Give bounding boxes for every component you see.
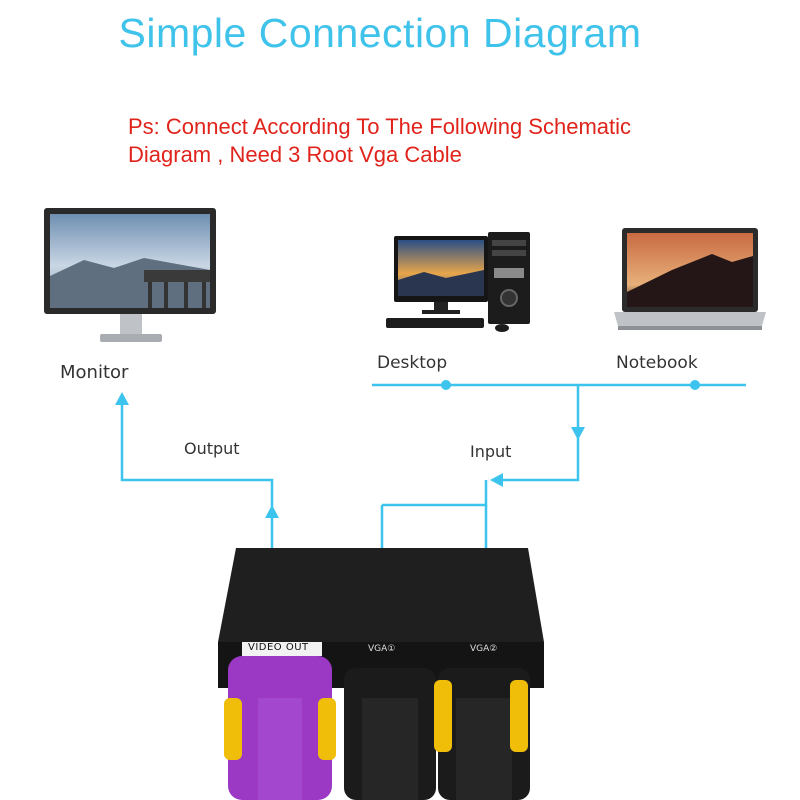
diagram-title: Simple Connection Diagram xyxy=(118,10,642,56)
input-label: Input xyxy=(470,442,512,461)
connection-note-line-1: Ps: Connect According To The Following S… xyxy=(128,114,632,139)
vga2-port-label: VGA② xyxy=(470,644,498,654)
notebook-junction-dot xyxy=(690,380,700,390)
monitor-label: Monitor xyxy=(60,362,129,383)
notebook-label: Notebook xyxy=(616,353,698,373)
input-split-line xyxy=(382,480,488,507)
output-arrow xyxy=(265,505,279,518)
input-trunk-line xyxy=(492,385,580,482)
vga-switch-box-icon xyxy=(218,548,544,800)
notebook-icon xyxy=(614,228,766,330)
monitor-arrow xyxy=(115,392,129,405)
desktop-pc-icon xyxy=(386,232,530,332)
desktop-label: Desktop xyxy=(377,353,448,373)
connection-note: Ps: Connect According To The Following S… xyxy=(128,113,768,169)
monitor-icon xyxy=(44,208,216,342)
input-merge-arrow xyxy=(490,473,503,487)
video-out-port-label: VIDEO OUT xyxy=(248,642,309,653)
input-trunk-arrow xyxy=(571,427,585,440)
vga1-port-label: VGA① xyxy=(368,644,396,654)
output-label: Output xyxy=(184,439,240,458)
desktop-junction-dot xyxy=(441,380,451,390)
connection-note-line-2: Diagram , Need 3 Root Vga Cable xyxy=(128,142,462,167)
